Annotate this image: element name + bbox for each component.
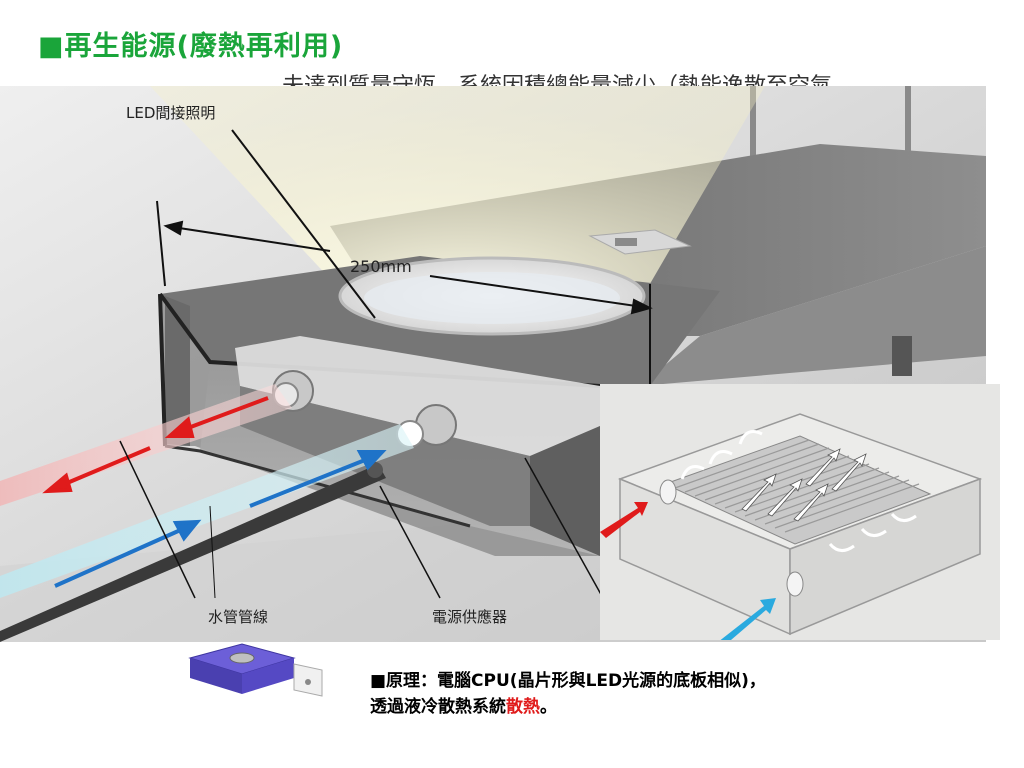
hot-flow-arrows xyxy=(42,396,269,494)
power-cable xyxy=(0,464,386,642)
obscured-text-line: 未達到質量守恆，系統因積總能量減少（熱能逸散至空氣 xyxy=(282,74,833,88)
pipe-label: 水管管線 xyxy=(208,608,268,626)
hanging-rod xyxy=(750,86,756,214)
inset-flow-arrows xyxy=(680,430,917,552)
cold-plate-inset xyxy=(600,384,1000,640)
cold-water-pipe xyxy=(0,424,414,598)
caption-line-2-suffix: 。 xyxy=(540,697,557,717)
cold-flow-arrows xyxy=(54,450,387,588)
slide-title: ■再生能源(廢熱再利用) xyxy=(38,31,344,62)
dimension-marker xyxy=(156,200,653,386)
dimension-label: 250mm xyxy=(350,257,412,276)
led-label: LED間接照明 xyxy=(126,104,215,122)
hanging-rod xyxy=(905,86,911,164)
power-supply-label: 電源供應器 xyxy=(432,608,507,626)
inset-cold-arrow xyxy=(720,598,776,640)
light-beam xyxy=(150,86,765,311)
inset-hot-arrow xyxy=(600,502,648,538)
caption-line-1: ■原理：電腦CPU(晶片形與LED光源的底板相似)， xyxy=(370,671,766,691)
caption-highlight: 散熱 xyxy=(506,697,540,717)
caption-block: ■原理：電腦CPU(晶片形與LED光源的底板相似)， 透過液冷散熱系統散熱。 xyxy=(370,668,766,720)
water-block xyxy=(235,336,600,456)
caption-line-2-prefix: 透過液冷散熱系統 xyxy=(370,697,506,717)
caption-line-2: 透過液冷散熱系統散熱。 xyxy=(370,694,766,720)
cpu-water-block-icon xyxy=(182,640,332,700)
